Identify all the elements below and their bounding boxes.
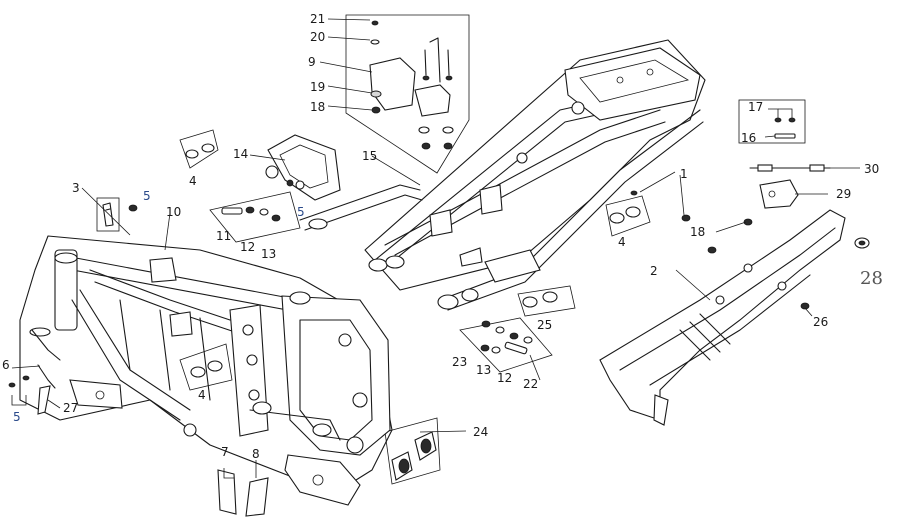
callout-24: 24 [473, 425, 488, 439]
rear-subframe [364, 39, 706, 311]
callout-11: 11 [216, 229, 231, 243]
callout-7: 7 [221, 445, 229, 459]
callout-27: 27 [63, 401, 78, 415]
callout-1: 1 [680, 167, 688, 181]
main-frame [19, 235, 393, 506]
callout-8: 8 [252, 447, 260, 461]
callout-5-mid: 5 [297, 205, 305, 219]
callout-23: 23 [452, 355, 467, 369]
callout-2: 2 [650, 264, 658, 278]
callout-12-right: 12 [497, 371, 512, 385]
callout-21: 21 [310, 12, 325, 26]
callout-28: 28 [860, 268, 883, 289]
group-outlines [96, 14, 806, 485]
callout-3: 3 [72, 181, 80, 195]
callout-14: 14 [233, 147, 248, 161]
callout-16: 16 [741, 131, 756, 145]
callout-9: 9 [308, 55, 316, 69]
callout-labels: 21 20 9 19 18 14 15 4 3 5 5 10 11 12 13 … [2, 12, 883, 461]
callout-26: 26 [813, 315, 828, 329]
callout-4-right: 4 [618, 235, 626, 249]
leader-lines [11, 18, 860, 479]
callout-10: 10 [166, 205, 181, 219]
top-hardware [369, 20, 454, 150]
rear-fender [599, 117, 870, 426]
callout-18-right: 18 [690, 225, 705, 239]
callout-4-top: 4 [189, 174, 197, 188]
upper-bracket [265, 134, 423, 231]
callout-25: 25 [537, 318, 552, 332]
callout-5-top: 5 [143, 189, 151, 203]
callout-13-right: 13 [476, 363, 491, 377]
callout-30: 30 [864, 162, 879, 176]
callout-18-top: 18 [310, 100, 325, 114]
callout-4-bottom: 4 [198, 388, 206, 402]
callout-6: 6 [2, 358, 10, 372]
callout-5-bottom: 5 [13, 410, 21, 424]
callout-13-left: 13 [261, 247, 276, 261]
callout-29: 29 [836, 187, 851, 201]
callout-19: 19 [310, 80, 325, 94]
callout-17: 17 [748, 100, 763, 114]
callout-20: 20 [310, 30, 325, 44]
callout-15: 15 [362, 149, 377, 163]
callout-12-left: 12 [240, 240, 255, 254]
callout-22: 22 [523, 377, 538, 391]
small-parts [8, 143, 641, 517]
